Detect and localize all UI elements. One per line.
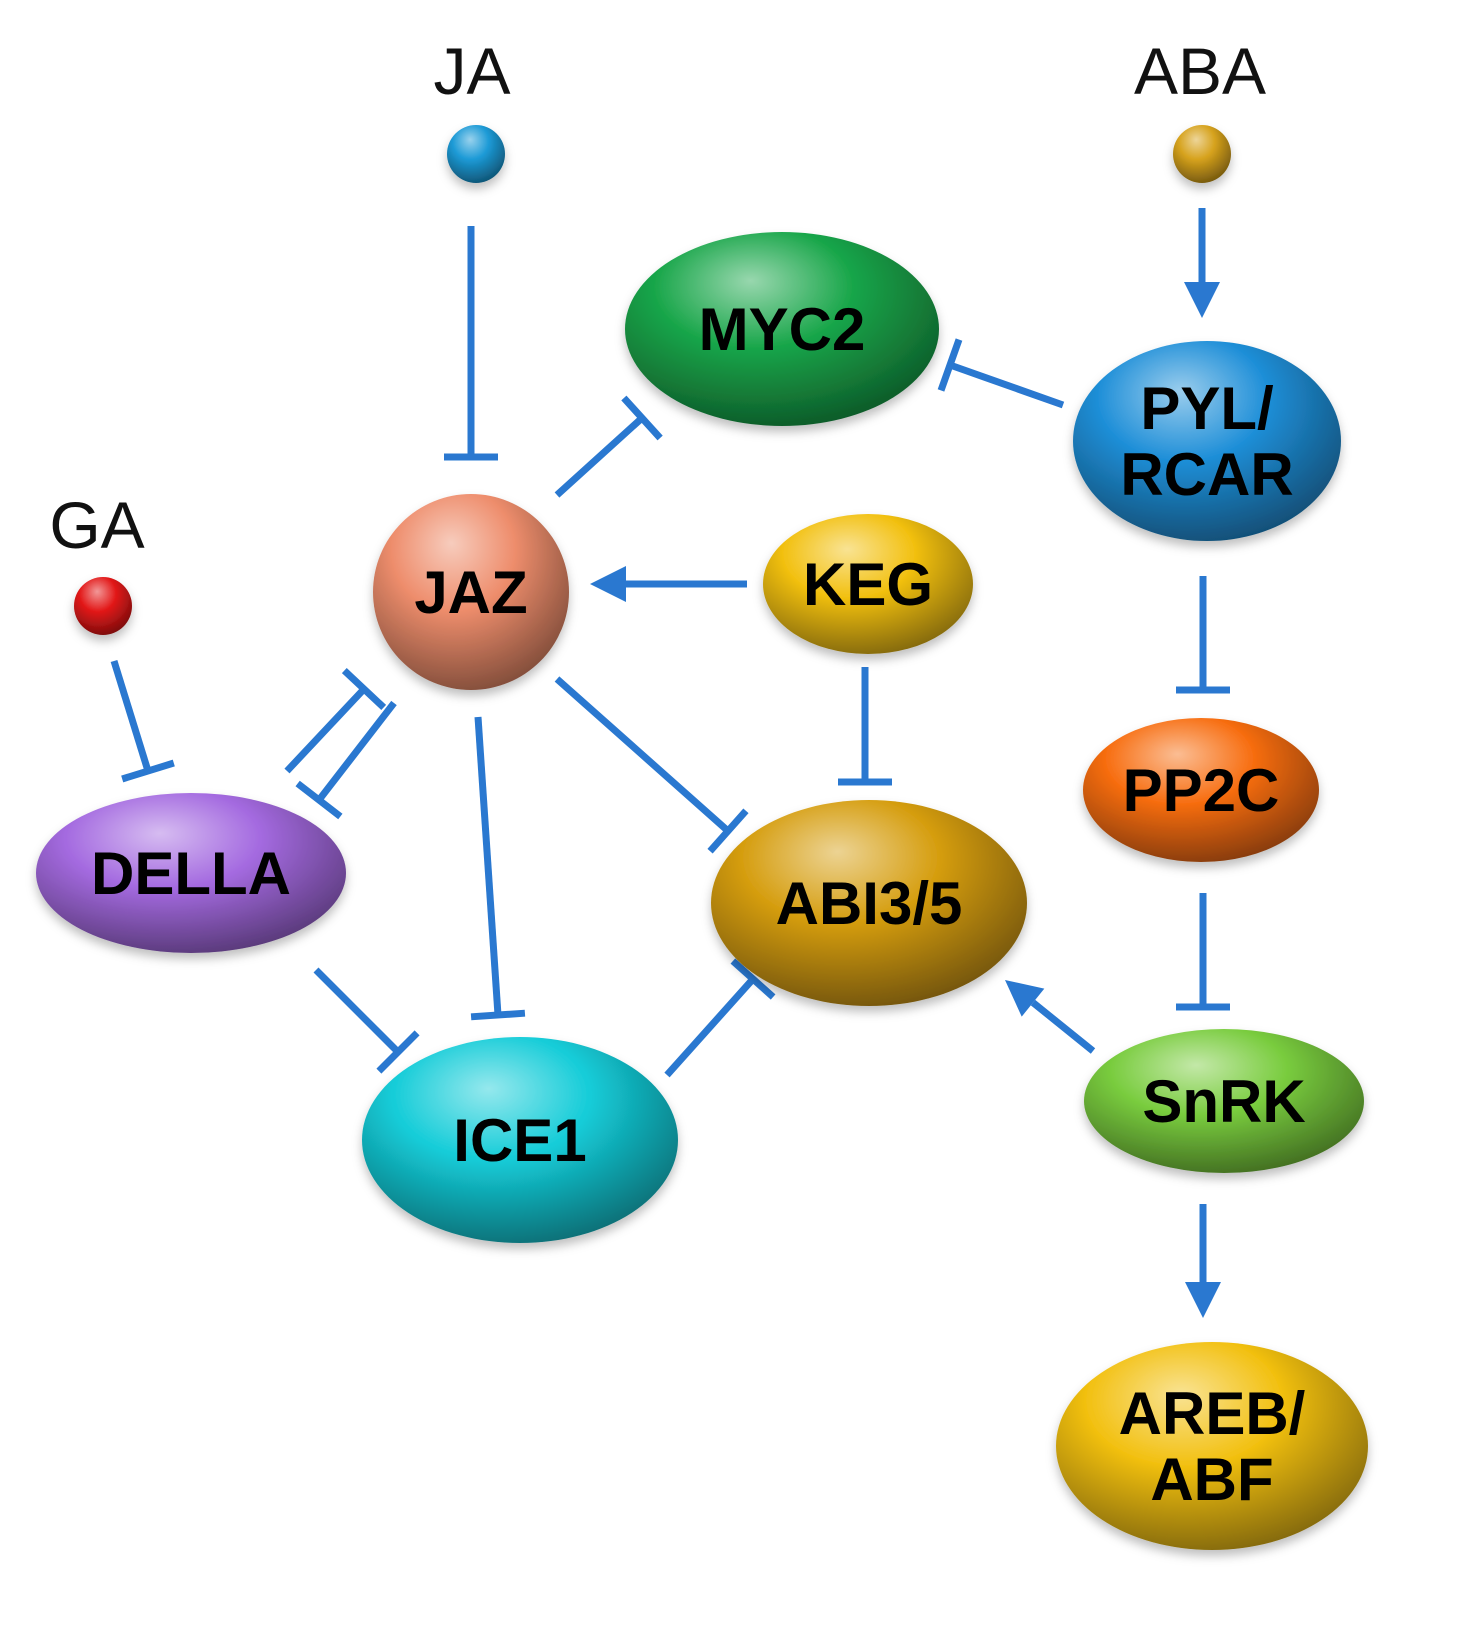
node-snrk-label: SnRK [1142,1068,1305,1135]
edge-line [948,361,1065,409]
node-myc2-label: MYC2 [699,296,866,363]
arrowhead [1005,980,1045,1017]
node-pyl-label: RCAR [1120,441,1293,508]
hormone-ja-sphere [447,125,505,183]
node-snrk-shape [1084,1029,1364,1173]
edge-snrk-activate-areb [1185,1204,1221,1318]
inhibition-bar [937,338,963,392]
node-areb-label: AREB/ [1119,1380,1306,1447]
inhibition-bar [707,808,749,854]
hormone-ga-sphere [74,577,132,635]
edge-ice1-inhibit-abi [664,958,776,1078]
node-abi: ABI3/5 [711,800,1027,1006]
edge-ga-inhibit-della [110,659,175,783]
edge-line [474,716,502,1016]
inhibition-bar [470,1009,526,1021]
edge-line [1030,999,1096,1054]
node-jaz-label: JAZ [414,559,527,626]
inhibition-bar [295,780,343,820]
edge-jaz-inhibit-myc2 [554,395,663,498]
edge-ja-inhibit-jaz [444,226,498,461]
edge-line [316,700,397,803]
node-pp2c-label: PP2C [1123,757,1280,824]
edge-della-inhibit-jaz [284,667,387,774]
node-keg-label: KEG [803,551,933,618]
edge-keg-inhibit-abi [838,667,892,786]
inhibition-bar [121,759,175,783]
node-abi-label: ABI3/5 [776,870,963,937]
node-pyl-shape [1073,341,1341,541]
arrowhead [590,566,626,602]
edge-aba-activate-pyl [1184,208,1220,318]
edge-line [664,976,756,1078]
hormones-layer: JA ABA GA [49,34,1266,635]
node-areb: AREB/ABF [1056,1342,1368,1550]
edge-jaz-inhibit-abi [554,676,749,854]
node-pyl-label: PYL/ [1140,375,1274,442]
edge-line [554,676,731,834]
node-keg-shape [763,514,973,654]
edge-della-inhibit-ice1 [313,967,420,1074]
edge-line [313,967,401,1055]
edge-line [554,415,645,498]
node-ice1: ICE1 [362,1037,678,1243]
edge-pyl-inhibit-myc2 [937,338,1065,409]
node-jaz: JAZ [373,494,569,690]
inhibition-bar [730,958,776,1000]
inhibition-bar [341,667,387,711]
edge-pp2c-inhibit-snrk [1176,893,1230,1011]
hormone-aba-sphere [1173,125,1231,183]
inhibition-bar [376,1030,420,1074]
edge-jaz-inhibit-ice1 [470,716,526,1021]
node-della-shape [36,793,346,953]
node-della: DELLA [36,793,346,953]
edge-keg-activate-jaz [590,566,747,602]
node-myc2-shape [625,232,939,426]
arrowhead [1185,1282,1221,1318]
node-ice1-label: ICE1 [453,1107,586,1174]
node-ice1-shape [362,1037,678,1243]
hormone-ja-label: JA [433,34,510,108]
edges-layer [110,208,1230,1318]
node-pp2c-shape [1083,718,1319,862]
node-pyl: PYL/RCAR [1073,341,1341,541]
node-pp2c: PP2C [1083,718,1319,862]
edge-jaz-inhibit-della [295,700,397,820]
edge-pyl-inhibit-pp2c [1176,576,1230,694]
edge-snrk-activate-abi [1005,980,1096,1054]
node-areb-label: ABF [1150,1446,1273,1513]
hormone-ja: JA [433,34,511,183]
edge-line [110,659,152,773]
node-abi-shape [711,800,1027,1006]
hormone-aba-label: ABA [1134,34,1266,108]
edge-line [284,686,367,774]
hormone-ga-label: GA [49,488,144,562]
hormone-ga: GA [49,488,145,635]
hormone-aba: ABA [1134,34,1266,183]
inhibition-bar [621,395,663,441]
node-della-label: DELLA [91,840,291,907]
node-myc2: MYC2 [625,232,939,426]
arrowhead [1184,282,1220,318]
node-areb-shape [1056,1342,1368,1550]
node-snrk: SnRK [1084,1029,1364,1173]
node-keg: KEG [763,514,973,654]
node-jaz-shape [373,494,569,690]
